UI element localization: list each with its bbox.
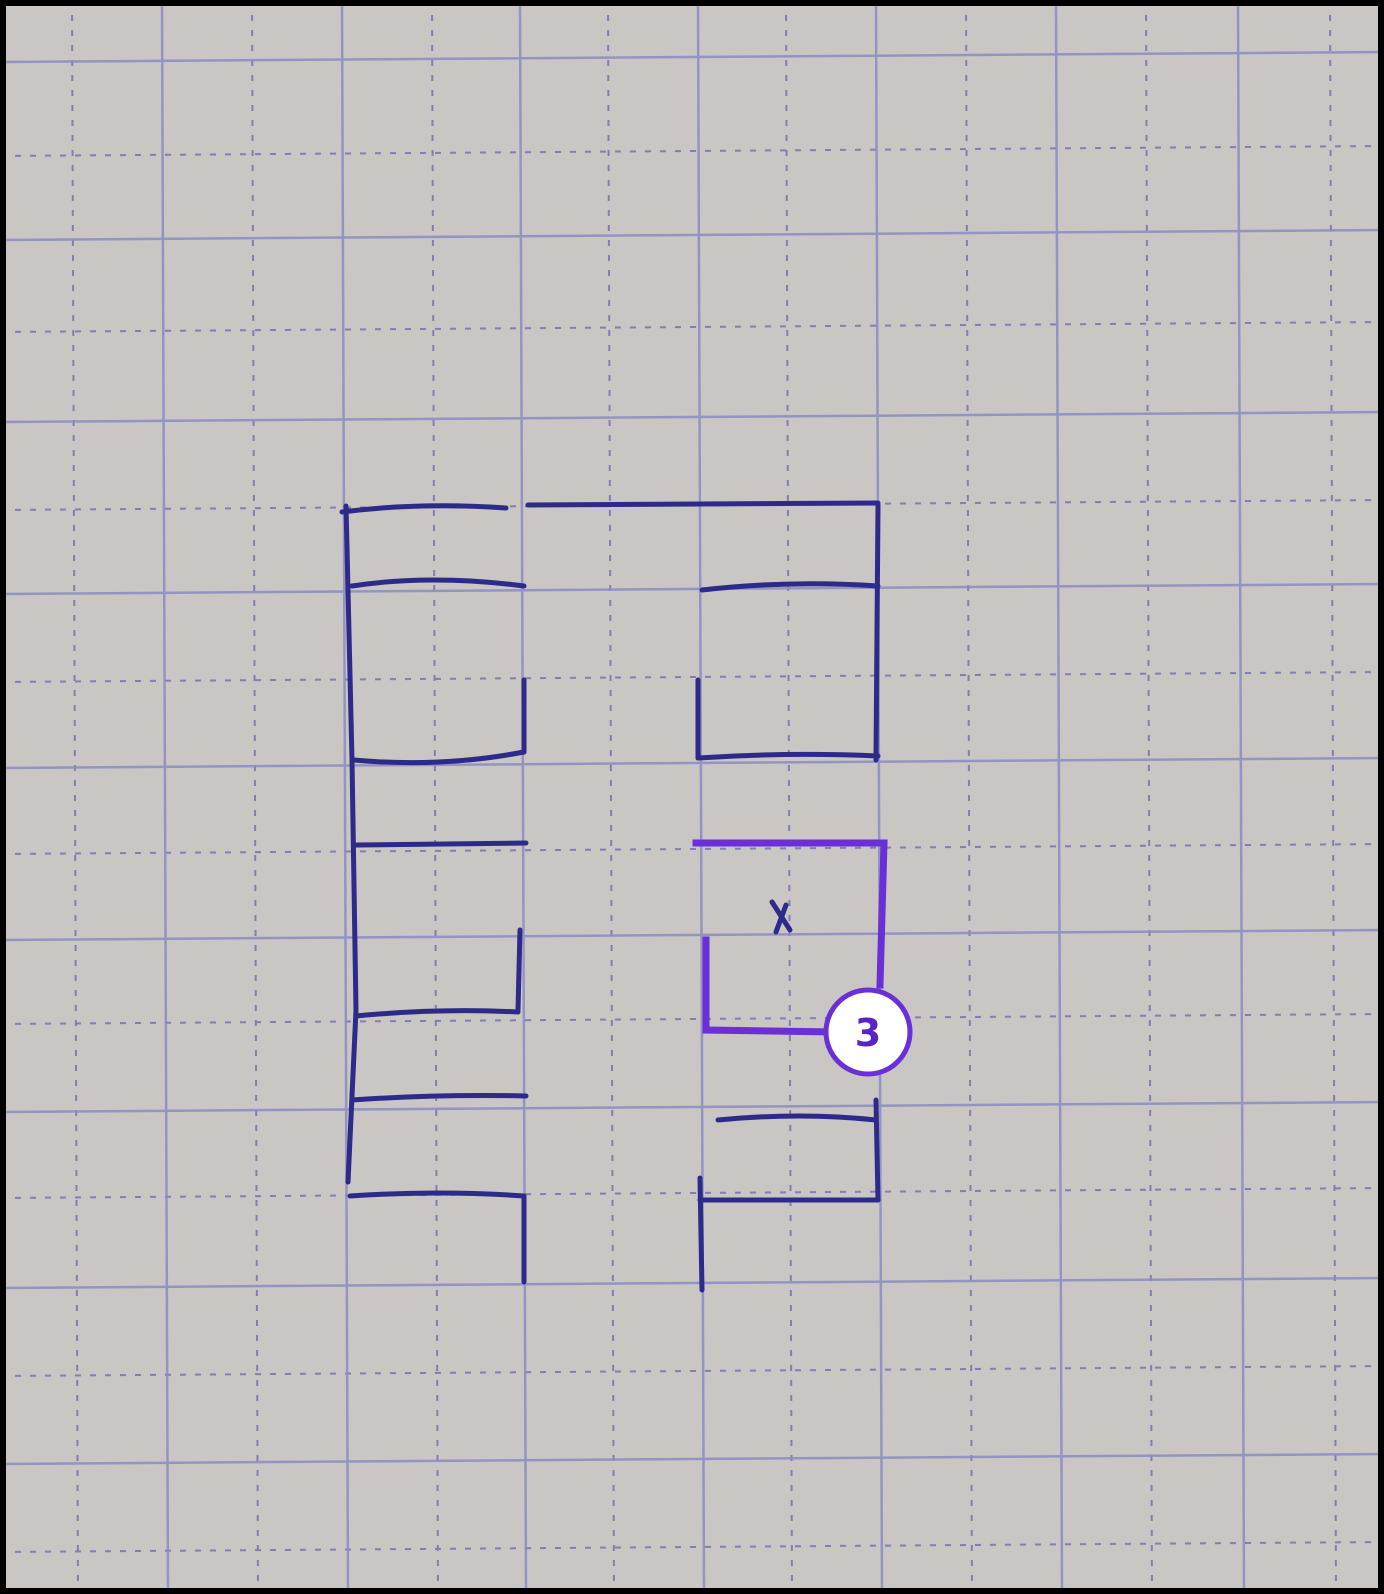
maze-right-inner-wall-2: [700, 1178, 702, 1290]
step-badge: 3: [826, 990, 910, 1074]
maze-top-wall-right: [528, 503, 878, 505]
maze-right-outer-wall-lower: [876, 1100, 878, 1200]
maze-left-shelf-3: [356, 843, 526, 845]
step-badge-number: 3: [855, 1011, 881, 1055]
maze-left-inner-wall-2: [518, 930, 520, 1010]
maze-right-outer-wall: [876, 505, 878, 760]
